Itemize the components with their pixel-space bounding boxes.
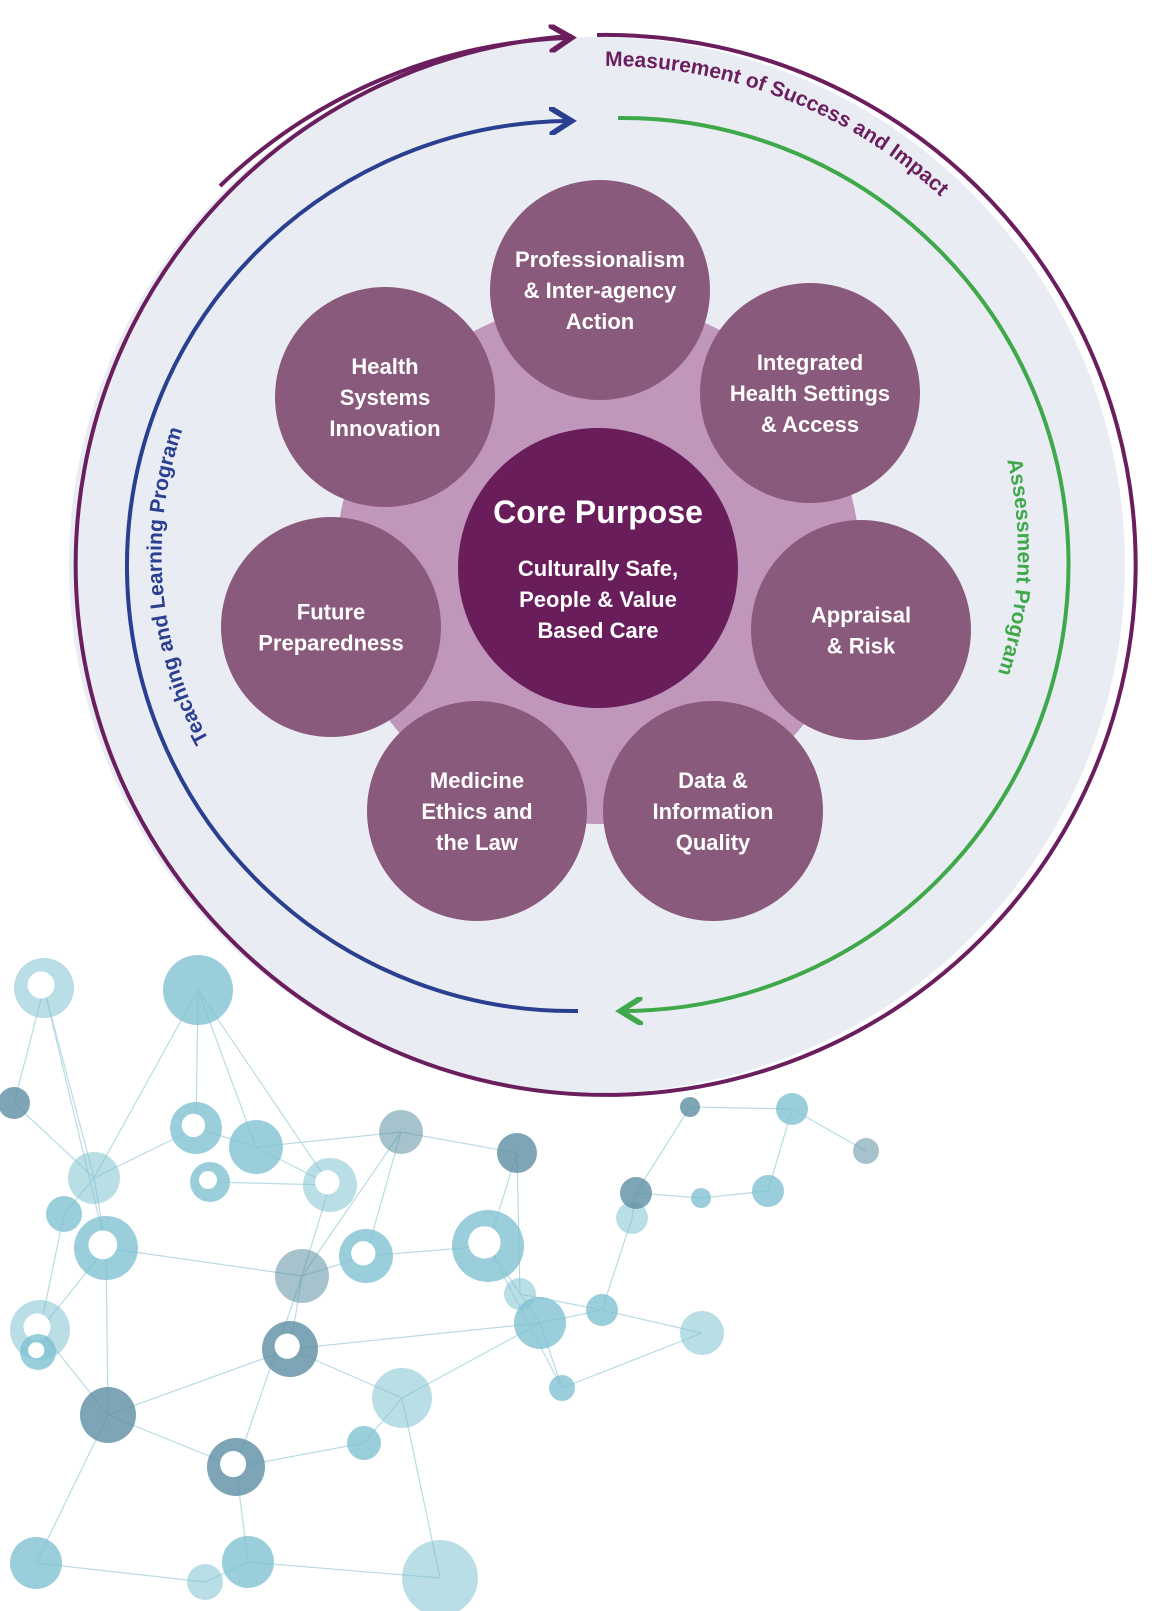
network-node: [680, 1097, 700, 1117]
network-node: [379, 1110, 423, 1154]
satellite-label-line: Future: [297, 600, 365, 625]
network-node: [229, 1120, 283, 1174]
satellite-label-line: Medicine: [430, 768, 524, 793]
network-decoration: [0, 955, 879, 1611]
satellite-label-line: & Risk: [827, 634, 896, 659]
network-edge: [93, 989, 199, 1179]
network-node: [620, 1177, 652, 1209]
network-edge: [289, 1322, 541, 1350]
network-node: [776, 1093, 808, 1125]
network-node-hole: [274, 1333, 300, 1359]
satellite-appraisal: Appraisal & Risk: [751, 520, 971, 740]
network-node-hole: [28, 1342, 45, 1359]
network-edge: [35, 1562, 206, 1583]
network-edge: [197, 989, 331, 1186]
network-edge: [516, 1152, 521, 1295]
network-node: [275, 1249, 329, 1303]
satellite-label-line: Systems: [340, 385, 431, 410]
network-node: [0, 1087, 30, 1119]
measurement-arrow: [218, 38, 566, 188]
network-node-hole: [220, 1451, 247, 1478]
network-node: [514, 1297, 566, 1349]
satellite-group: Professionalism& Inter-agencyActionInteg…: [221, 180, 971, 921]
network-edge: [561, 1332, 703, 1389]
network-node: [497, 1133, 537, 1173]
teaching-arc: [125, 121, 579, 1014]
network-node: [853, 1138, 879, 1164]
satellite-circle: [751, 520, 971, 740]
network-node: [691, 1188, 711, 1208]
satellite-circle: [367, 701, 587, 921]
core-subtitle-line: Culturally Safe,: [518, 556, 678, 581]
satellite-label-line: Action: [566, 309, 634, 334]
satellite-circle: [221, 517, 441, 737]
network-edge: [43, 987, 95, 1179]
network-node-hole: [23, 1313, 51, 1341]
satellite-label-line: Quality: [676, 830, 751, 855]
satellite-label-line: Information: [653, 799, 774, 824]
network-edge: [601, 1217, 633, 1311]
network-edge: [235, 1275, 303, 1468]
network-node: [372, 1368, 432, 1428]
satellite-label-line: the Law: [436, 830, 519, 855]
satellite-label-line: Professionalism: [515, 247, 685, 272]
network-edge: [107, 1348, 291, 1416]
network-node: [680, 1311, 724, 1355]
satellite-circle: [490, 180, 710, 400]
network-node: [752, 1175, 784, 1207]
network-node: [616, 1202, 648, 1234]
satellite-label-line: Integrated: [757, 350, 863, 375]
network-node: [347, 1426, 381, 1460]
core-circle: [458, 428, 738, 708]
core-subtitle-line: Based Care: [537, 618, 658, 643]
satellite-label-line: Appraisal: [811, 603, 911, 628]
network-edge: [43, 987, 107, 1249]
satellite-label-line: Health Settings: [730, 381, 890, 406]
measurement-ring: [73, 32, 1138, 1097]
network-node-hole: [199, 1171, 217, 1189]
network-node-hole: [181, 1113, 206, 1138]
assessment-arc: [618, 115, 1071, 1011]
network-node: [586, 1294, 618, 1326]
satellite-label-line: Preparedness: [258, 631, 404, 656]
network-node: [187, 1564, 223, 1600]
core-title: Core Purpose: [493, 494, 703, 530]
network-edge: [105, 1247, 303, 1277]
network-node: [68, 1152, 120, 1204]
satellite-circle: [700, 283, 920, 503]
satellite-label-line: & Inter-agency: [524, 278, 678, 303]
network-node-hole: [351, 1241, 376, 1266]
network-node-hole: [315, 1170, 340, 1195]
satellite-label-line: & Access: [761, 412, 859, 437]
network-node: [549, 1375, 575, 1401]
satellite-label-line: Ethics and: [421, 799, 532, 824]
core-subtitle-line: People & Value: [519, 587, 677, 612]
satellite-label-line: Health: [351, 354, 418, 379]
network-edge: [689, 1106, 793, 1110]
network-edge: [301, 1131, 402, 1277]
network-node: [402, 1540, 478, 1611]
network-node-hole: [88, 1230, 118, 1260]
network-edge: [635, 1106, 691, 1194]
network-node-hole: [468, 1226, 501, 1259]
network-node: [163, 955, 233, 1025]
satellite-circle: [603, 701, 823, 921]
network-node: [10, 1537, 62, 1589]
network-node: [46, 1196, 82, 1232]
satellite-label-line: Data &: [678, 768, 748, 793]
network-node-hole: [27, 971, 55, 999]
network-node: [80, 1387, 136, 1443]
network-node: [222, 1536, 274, 1588]
satellite-label-line: Innovation: [329, 416, 440, 441]
satellite-circle: [275, 287, 495, 507]
